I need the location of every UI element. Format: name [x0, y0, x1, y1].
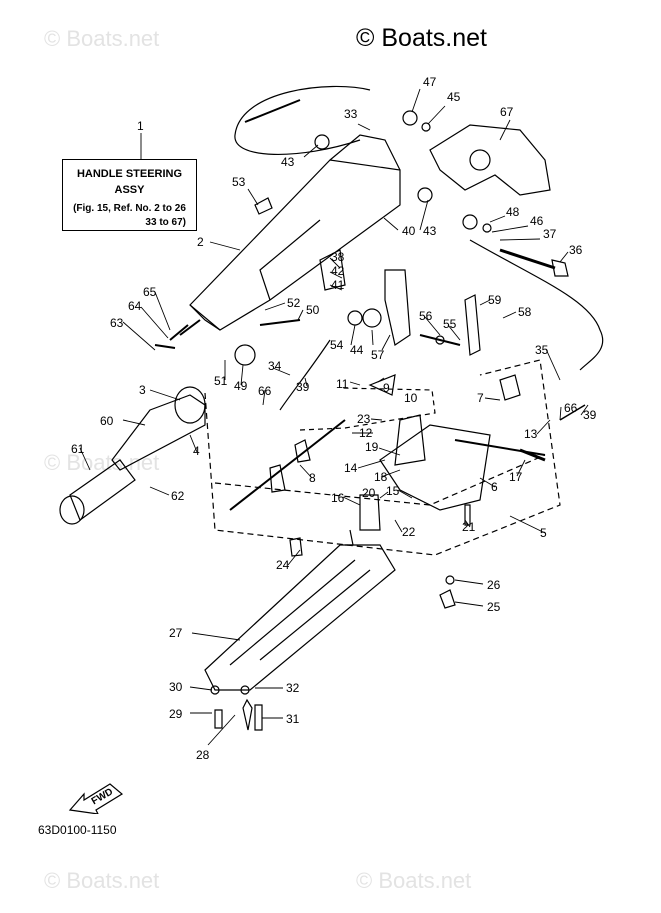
- callout-line-1: HANDLE STEERING: [76, 168, 183, 180]
- part-label: 55: [443, 317, 457, 331]
- watermark-bottom-left: © Boats.net: [44, 868, 160, 893]
- diagram-code: 63D0100-1150: [38, 823, 117, 837]
- part-label: 42: [331, 264, 345, 278]
- watermark-top-left: © Boats.net: [44, 26, 160, 51]
- part-label: 51: [214, 374, 228, 388]
- part-label: 11: [336, 377, 349, 391]
- part-label: 48: [506, 205, 520, 219]
- part-label: 45: [447, 90, 461, 104]
- part-label: 9: [383, 381, 390, 395]
- part-label: 13: [524, 427, 538, 441]
- part-label: 67: [500, 105, 514, 119]
- part-label: 62: [171, 489, 185, 503]
- part-label: 23: [357, 412, 371, 426]
- part-label: 46: [530, 214, 544, 228]
- part-label: 18: [374, 470, 388, 484]
- part-label: 66: [564, 401, 578, 415]
- part-label: 19: [365, 440, 379, 454]
- part-label: 38: [331, 250, 345, 264]
- watermark-mid-left: © Boats.net: [44, 450, 160, 475]
- part-label: 65: [143, 285, 157, 299]
- part-label: 24: [276, 558, 290, 572]
- callout-handle-steering-assy: HANDLE STEERING ASSY (Fig. 15, Ref. No. …: [62, 159, 197, 231]
- part-label: 57: [371, 348, 385, 362]
- watermark-main: © Boats.net: [356, 24, 487, 52]
- callout-line-2: ASSY: [114, 184, 145, 196]
- part-label: 66: [258, 384, 272, 398]
- part-label: 41: [331, 278, 345, 292]
- part-label: 8: [309, 471, 316, 485]
- part-label: 21: [462, 520, 476, 534]
- part-label: 39: [296, 380, 310, 394]
- callout-line-3: (Fig. 15, Ref. No. 2 to 26: [73, 203, 186, 214]
- part-label: 29: [169, 707, 183, 721]
- part-label: 30: [169, 680, 183, 694]
- part-label: 59: [488, 293, 502, 307]
- part-label: 36: [569, 243, 583, 257]
- part-label: 52: [287, 296, 301, 310]
- part-label: 64: [128, 299, 142, 313]
- part-label: 58: [518, 305, 532, 319]
- part-label: 12: [359, 426, 373, 440]
- part-label: 47: [423, 75, 437, 89]
- part-label: 20: [362, 486, 376, 500]
- part-label: 6: [491, 480, 498, 494]
- part-label: 5: [540, 526, 547, 540]
- part-label: 61: [71, 442, 85, 456]
- part-label: 16: [331, 491, 345, 505]
- fwd-arrow-icon: FWD: [68, 783, 124, 814]
- part-label: 26: [487, 578, 501, 592]
- part-label: 22: [402, 525, 416, 539]
- part-label: 49: [234, 379, 248, 393]
- part-label: 34: [268, 359, 282, 373]
- part-label: 33: [344, 107, 358, 121]
- part-label: 35: [535, 343, 549, 357]
- part-label: 3: [139, 383, 146, 397]
- callout-line-4: 33 to 67): [145, 217, 186, 228]
- part-label: 25: [487, 600, 501, 614]
- part-label: 44: [350, 343, 364, 357]
- part-label: 43: [423, 224, 437, 238]
- part-label: 15: [386, 484, 400, 498]
- part-label: 28: [196, 748, 210, 762]
- part-label: 10: [404, 391, 418, 405]
- part-label: 39: [583, 408, 597, 422]
- part-label: 31: [286, 712, 300, 726]
- part-label: 50: [306, 303, 320, 317]
- part-label: 32: [286, 681, 300, 695]
- part-label: 37: [543, 227, 557, 241]
- part-label: 14: [344, 461, 358, 475]
- part-label: 53: [232, 175, 246, 189]
- part-label: 56: [419, 309, 433, 323]
- part-label: 43: [281, 155, 295, 169]
- part-label: 27: [169, 626, 183, 640]
- part-label: 60: [100, 414, 114, 428]
- part-label: 54: [330, 338, 344, 352]
- part-label: 63: [110, 316, 124, 330]
- part-label: 1: [137, 119, 144, 133]
- part-label: 2: [197, 235, 204, 249]
- watermark-bottom-right: © Boats.net: [356, 868, 472, 893]
- part-label: 17: [509, 470, 523, 484]
- part-label: 4: [193, 444, 200, 458]
- part-label: 7: [477, 391, 484, 405]
- part-label: 40: [402, 224, 416, 238]
